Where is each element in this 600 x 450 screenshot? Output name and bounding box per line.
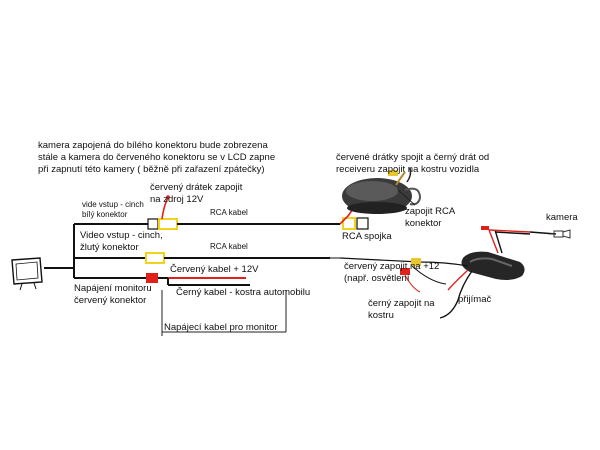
transmitter-photo xyxy=(342,167,422,214)
label-monitor-power-cable: Napájecí kabel pro monitor xyxy=(164,322,278,333)
label-rca-coupler: RCA spojka xyxy=(342,231,392,242)
power-branch xyxy=(146,273,250,286)
label-black-wire-ground: černý zapojit na kostru xyxy=(368,298,435,321)
label-black-cable-ground: Černý kabel - kostra automobilu xyxy=(176,287,311,298)
label-red-cable-12v: Červený kabel + 12V xyxy=(170,264,259,275)
label-connect-rca: zapojit RCA konektor xyxy=(405,206,456,229)
label-rca-cable-1: RCA kabel xyxy=(210,208,248,217)
label-monitor-power: Napájení monitoru červený konektor xyxy=(74,283,152,306)
white-rca-branch xyxy=(90,195,340,230)
monitor-icon xyxy=(11,257,43,291)
label-video-in-white: vide vstup - cinch bílý konektor xyxy=(82,200,144,219)
label-video-in-yellow: Video vstup - cinch, žlutý konektor xyxy=(80,230,163,253)
power-cable-bracket xyxy=(161,290,287,333)
label-red-wire-plus12: červený zapojit na +12 (např. osvětlení xyxy=(344,261,440,284)
label-receiver: přijímač xyxy=(458,294,492,305)
arrow-connect xyxy=(397,189,416,206)
receiver-photo xyxy=(339,226,557,319)
top-note: kamera zapojená do bílého konektoru bude… xyxy=(38,140,276,175)
label-rca-cable-2: RCA kabel xyxy=(210,242,248,251)
red-wire-note: červené drátky spojit a černý drát od re… xyxy=(336,152,490,175)
yellow-rca-branch xyxy=(90,252,340,264)
label-camera: kamera xyxy=(546,212,578,223)
main-trunk xyxy=(44,223,146,279)
camera-icon xyxy=(549,229,571,239)
label-red-wire-12v: červený drátek zapojit na zdroj 12V xyxy=(150,182,243,205)
